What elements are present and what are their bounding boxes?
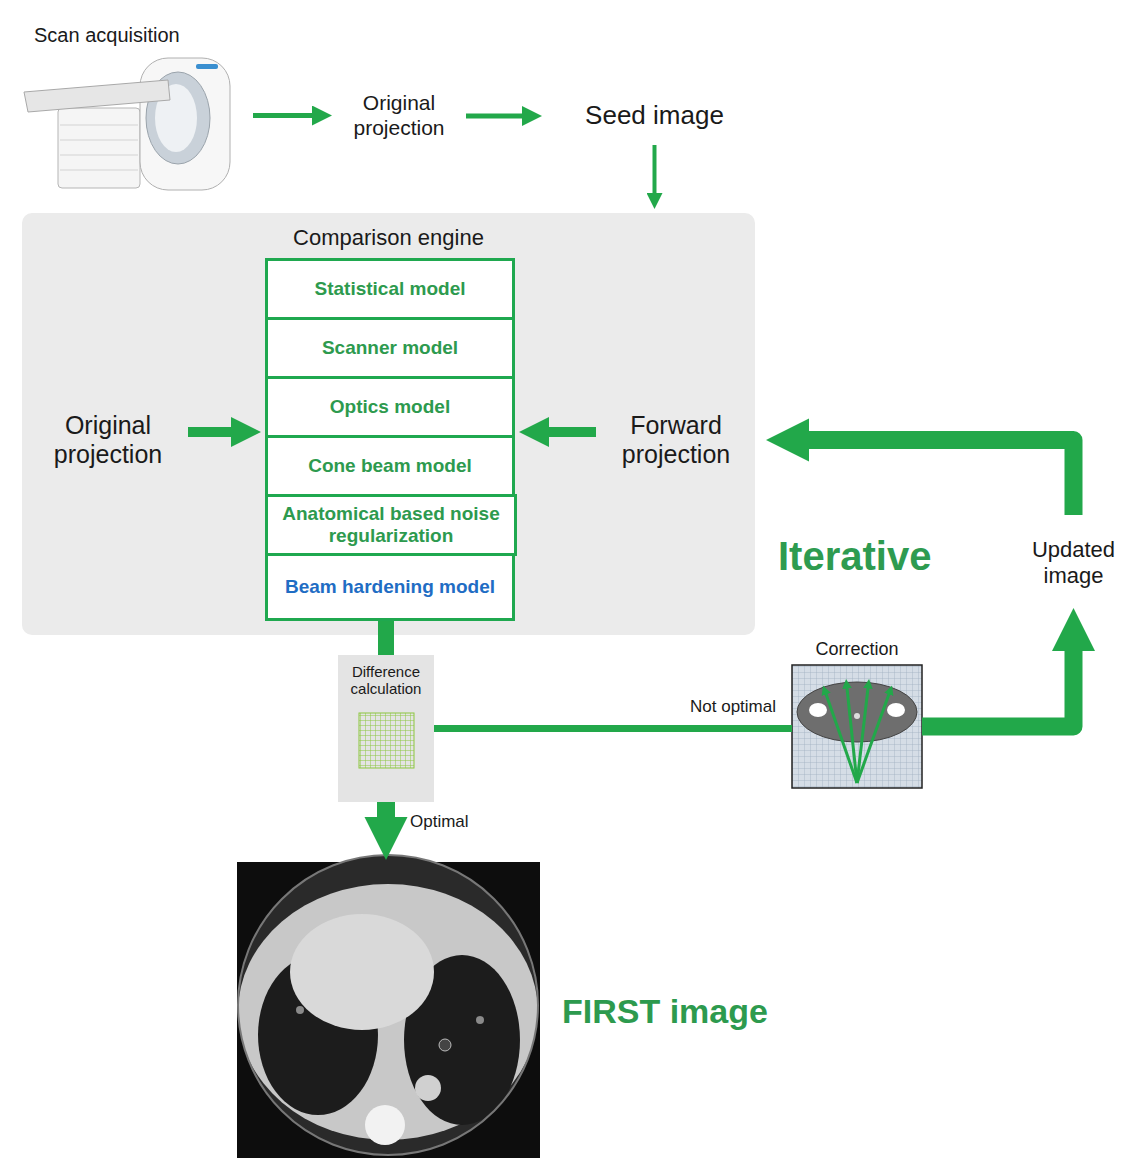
correction-arrow <box>857 694 889 783</box>
node-text: FIRST image <box>562 992 768 1031</box>
ct-aorta <box>415 1075 441 1101</box>
pedestal-stripe <box>60 125 138 126</box>
ct-heart <box>290 914 434 1030</box>
ct-air <box>238 855 538 1155</box>
scanner-group: Scan acquisition <box>20 18 235 193</box>
node-text: Correction <box>772 639 942 660</box>
pedestal-stripe <box>60 155 138 156</box>
phantom-insert <box>854 713 860 719</box>
correction-box: Correction <box>792 665 922 788</box>
ct-body <box>238 884 538 1140</box>
ct-scanner-picture <box>24 58 230 190</box>
connector-arrow <box>653 145 657 194</box>
phantom-insert <box>887 703 905 717</box>
data-label-node: Updated image <box>1010 525 1137 600</box>
free-label: Iterative <box>778 533 931 579</box>
model-box: Cone beam model <box>265 435 515 497</box>
ct-bronchus <box>439 1039 451 1051</box>
node-text: Original projection <box>344 91 454 139</box>
pedestal-stripe <box>60 140 138 141</box>
difference-box: Difference calculation <box>338 655 434 802</box>
comparison-engine-panel: Comparison engineOriginal projection Stat… <box>22 213 755 635</box>
difference-picture <box>338 655 434 802</box>
ct-vessel <box>296 1006 304 1014</box>
model-box: Statistical model <box>265 258 515 320</box>
edge-label: Optimal <box>408 812 471 832</box>
connector-arrow <box>807 440 1073 515</box>
difference-grid <box>359 713 414 768</box>
result-image: FIRST image <box>237 862 540 1158</box>
phantom-body <box>797 682 917 742</box>
node-text: Beam hardening model <box>285 576 495 598</box>
model-box: Scanner model <box>265 317 515 379</box>
connector-arrow <box>466 114 523 119</box>
pedestal-stripe <box>60 170 138 171</box>
connector-arrow <box>378 621 394 655</box>
correction-picture <box>792 665 922 788</box>
connector-arrow <box>548 427 597 437</box>
correction-arrow <box>847 688 857 783</box>
difference-ground <box>338 655 434 802</box>
node-text: Anatomical based noise regularization <box>274 503 508 547</box>
node-text: Original projection <box>38 411 178 469</box>
data-label-node: Original projection <box>32 405 184 475</box>
node-text: Updated image <box>1016 537 1131 588</box>
connector-arrow <box>377 802 395 819</box>
ct-vessel <box>476 1016 484 1024</box>
connector-arrow <box>253 113 313 118</box>
ct-field-rim <box>238 855 538 1155</box>
data-label-node: Seed image <box>572 95 737 137</box>
scanner-pedestal <box>58 108 140 188</box>
node-text: Scanner model <box>322 337 458 359</box>
data-label-node: Original projection <box>338 85 460 146</box>
ct-field <box>238 855 538 1155</box>
edge-label: Not optimal <box>688 697 778 717</box>
patient-table <box>24 80 170 112</box>
model-box: Beam hardening model <box>265 553 515 621</box>
model-box: Anatomical based noise regularization <box>265 494 517 556</box>
node-text: Difference calculation <box>342 663 430 698</box>
connector-arrow <box>188 427 233 437</box>
gantry-light <box>196 64 218 69</box>
node-text: Optics model <box>330 396 450 418</box>
connector-arrow <box>922 649 1074 726</box>
node-text: Statistical model <box>315 278 466 300</box>
correction-grid <box>792 665 922 788</box>
ct-spine <box>365 1105 405 1145</box>
model-box: Optics model <box>265 376 515 438</box>
connector-arrow <box>434 725 792 732</box>
node-text: Scan acquisition <box>34 24 235 47</box>
node-text: Comparison engine <box>22 225 755 250</box>
ct-slice-picture <box>237 855 540 1158</box>
scanner-gantry <box>140 58 230 190</box>
panel-ground <box>22 213 755 635</box>
phantom-insert <box>809 703 827 717</box>
data-label-node: Forward projection <box>600 405 752 475</box>
node-text: Forward projection <box>606 411 746 469</box>
node-text: Cone beam model <box>308 455 472 477</box>
node-text: Seed image <box>585 101 724 131</box>
